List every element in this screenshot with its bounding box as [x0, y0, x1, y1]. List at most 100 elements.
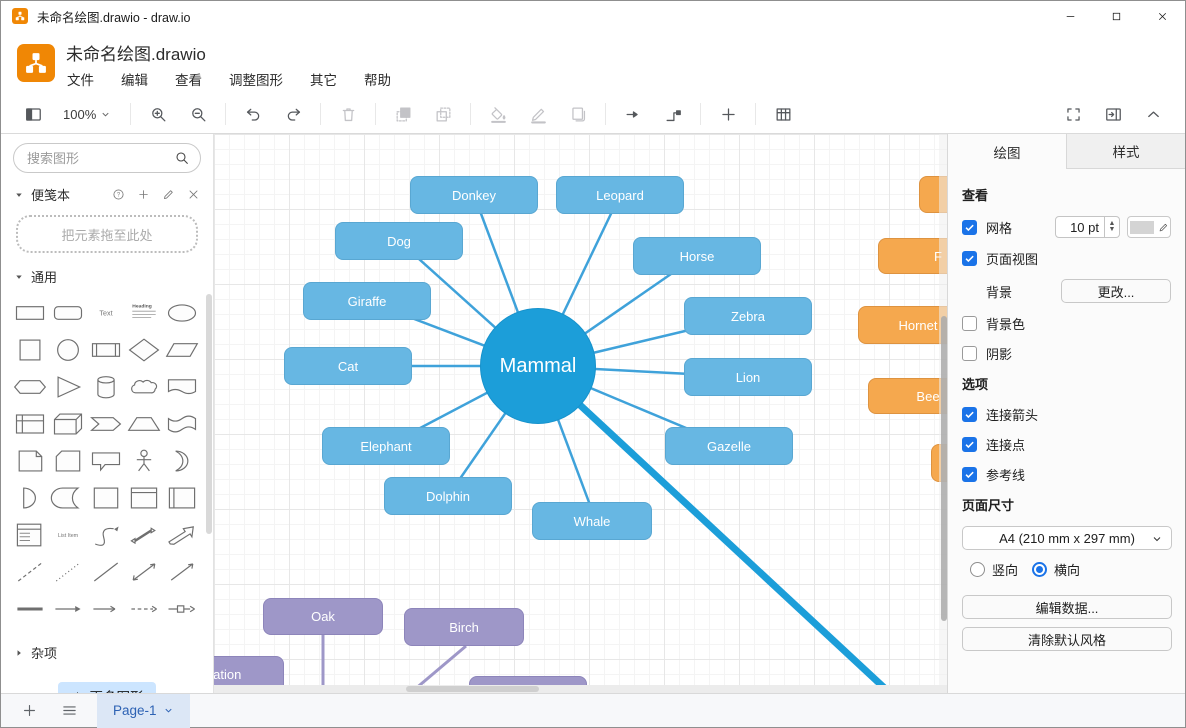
- zoom-dropdown[interactable]: 100%: [63, 107, 111, 122]
- minimize-button[interactable]: [1047, 1, 1093, 31]
- add-icon[interactable]: [137, 188, 150, 201]
- shape-arrow[interactable]: [163, 516, 201, 553]
- tab-diagram[interactable]: 绘图: [993, 145, 1021, 161]
- shape-data-storage[interactable]: [49, 479, 87, 516]
- shape-process[interactable]: [87, 331, 125, 368]
- canvas-node-dog[interactable]: Dog: [335, 222, 463, 260]
- change-background-button[interactable]: 更改...: [1061, 279, 1171, 303]
- shape-parallelogram[interactable]: [163, 331, 201, 368]
- canvas-node-elephant[interactable]: Elephant: [322, 427, 450, 465]
- canvas-node-leopard[interactable]: Leopard: [556, 176, 684, 214]
- tab-style[interactable]: 样式: [1066, 134, 1185, 169]
- shape-dashed-line[interactable]: [11, 553, 49, 590]
- more-shapes-button[interactable]: 更多图形: [58, 682, 156, 693]
- shape-curve[interactable]: [87, 516, 125, 553]
- fullscreen-button[interactable]: [1061, 102, 1085, 126]
- shape-simple-arrow[interactable]: [87, 590, 125, 627]
- shape-or[interactable]: [163, 442, 201, 479]
- redo-button[interactable]: [281, 102, 305, 126]
- shape-actor[interactable]: [125, 442, 163, 479]
- canvas-node-donkey[interactable]: Donkey: [410, 176, 538, 214]
- canvas-vertical-scrollbar[interactable]: [939, 134, 949, 687]
- shape-card[interactable]: [49, 442, 87, 479]
- menu-4[interactable]: 调整图形: [229, 73, 283, 88]
- zoom-in-button[interactable]: [146, 102, 170, 126]
- shadow-checkbox[interactable]: [962, 346, 977, 361]
- search-shapes-input[interactable]: [13, 143, 201, 173]
- canvas-node-hornet[interactable]: Hornet: [858, 306, 949, 344]
- canvas-node-birch[interactable]: Birch: [404, 608, 524, 646]
- general-section[interactable]: 通用: [1, 259, 213, 290]
- shape-line[interactable]: [87, 553, 125, 590]
- shape-rounded-rectangle[interactable]: [49, 294, 87, 331]
- canvas-node-horse[interactable]: Horse: [633, 237, 761, 275]
- shape-cube[interactable]: [49, 405, 87, 442]
- edge[interactable]: [414, 644, 467, 687]
- canvas-node[interactable]: [469, 676, 587, 686]
- canvas-node-bee[interactable]: Bee: [868, 378, 949, 414]
- shape-list[interactable]: [11, 516, 49, 553]
- page-view-checkbox[interactable]: [962, 251, 977, 266]
- table-button[interactable]: [771, 102, 795, 126]
- menu-2[interactable]: 编辑: [121, 73, 148, 88]
- shape-triangle[interactable]: [49, 368, 87, 405]
- shape-rectangle[interactable]: [11, 294, 49, 331]
- grid-color-button[interactable]: [1127, 216, 1171, 238]
- chevron-up-button[interactable]: [1141, 102, 1165, 126]
- shape-bidirectional-connector[interactable]: [125, 553, 163, 590]
- page-tab[interactable]: Page-1: [97, 693, 190, 728]
- scratchpad-section[interactable]: 便笺本 ?: [1, 177, 213, 208]
- connection-points-checkbox[interactable]: [962, 437, 977, 452]
- canvas-node-lion[interactable]: Lion: [684, 358, 812, 396]
- menu-3[interactable]: 查看: [175, 73, 202, 88]
- shape-container[interactable]: [87, 479, 125, 516]
- shape-callout[interactable]: [87, 442, 125, 479]
- canvas-node-dolphin[interactable]: Dolphin: [384, 477, 512, 515]
- shape-dotted-line[interactable]: [49, 553, 87, 590]
- menu-6[interactable]: 帮助: [364, 73, 391, 88]
- canvas-node-giraffe[interactable]: Giraffe: [303, 282, 431, 320]
- shape-arrow-connector[interactable]: [49, 590, 87, 627]
- shape-step[interactable]: [87, 405, 125, 442]
- canvas-node-gazelle[interactable]: Gazelle: [665, 427, 793, 465]
- page-size-select[interactable]: A4 (210 mm x 297 mm): [962, 526, 1172, 550]
- shape-circle[interactable]: [49, 331, 87, 368]
- misc-section[interactable]: 杂项: [1, 635, 213, 666]
- shape-link[interactable]: [11, 590, 49, 627]
- sidebar-scrollbar[interactable]: [206, 294, 212, 534]
- menu-1[interactable]: 文件: [67, 73, 94, 88]
- shape-internal-storage[interactable]: [11, 405, 49, 442]
- clear-default-style-button[interactable]: 清除默认风格: [962, 627, 1172, 651]
- canvas-node-sation[interactable]: sation: [214, 656, 284, 686]
- vertical-scrollbar-thumb[interactable]: [941, 316, 947, 621]
- shape-trapezoid[interactable]: [125, 405, 163, 442]
- shape-directional-connector[interactable]: [163, 553, 201, 590]
- canvas-node-oak[interactable]: Oak: [263, 598, 383, 635]
- edit-pencil-icon[interactable]: [162, 188, 175, 201]
- maximize-button[interactable]: [1093, 1, 1139, 31]
- insert-button[interactable]: [716, 102, 740, 126]
- horizontal-scrollbar-thumb[interactable]: [406, 686, 539, 692]
- shape-cylinder[interactable]: [87, 368, 125, 405]
- shape-cloud[interactable]: [125, 368, 163, 405]
- help-icon[interactable]: ?: [112, 188, 125, 201]
- grid-size-stepper[interactable]: ▲▼: [1105, 216, 1120, 238]
- landscape-radio[interactable]: [1032, 562, 1048, 577]
- shape-text[interactable]: Text: [87, 294, 125, 331]
- shape-hexagon[interactable]: [11, 368, 49, 405]
- guides-checkbox[interactable]: [962, 467, 977, 482]
- background-color-checkbox[interactable]: [962, 316, 977, 331]
- shape-diamond[interactable]: [125, 331, 163, 368]
- canvas-horizontal-scrollbar[interactable]: [214, 685, 949, 693]
- add-page-button[interactable]: [17, 699, 41, 723]
- canvas-node-cat[interactable]: Cat: [284, 347, 412, 385]
- canvas-node-whale[interactable]: Whale: [532, 502, 652, 540]
- connection-arrows-checkbox[interactable]: [962, 407, 977, 422]
- shape-document[interactable]: [163, 368, 201, 405]
- menu-5[interactable]: 其它: [310, 73, 337, 88]
- shape-bidirectional-arrow[interactable]: [125, 516, 163, 553]
- shape-tape[interactable]: [163, 405, 201, 442]
- shape-ellipse[interactable]: [163, 294, 201, 331]
